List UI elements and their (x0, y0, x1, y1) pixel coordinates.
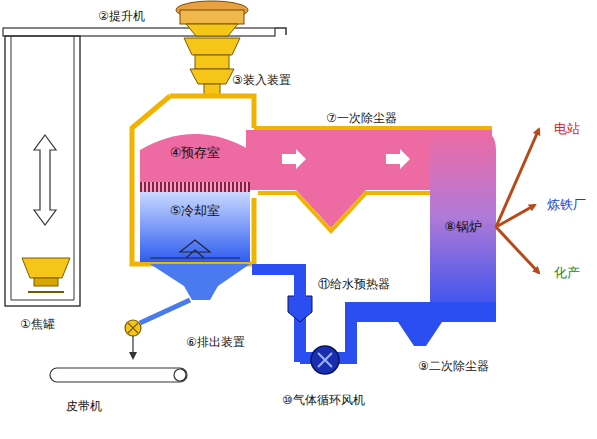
callout-label: ⑨二次除尘器 (418, 358, 489, 375)
callout-label: ②提升机 (98, 8, 145, 25)
output-target: 电站 (542, 118, 592, 140)
node-text: ⑧锅炉 (444, 218, 482, 236)
callout-label: ①焦罐 (20, 316, 55, 333)
node-text: 电站 (554, 120, 580, 138)
node-text: ⑤冷却室 (170, 202, 221, 220)
boiler-label: ⑧锅炉 (432, 216, 494, 238)
output-arrow (496, 227, 539, 273)
output-arrow (496, 205, 535, 227)
output-target: 炼铁厂 (538, 194, 594, 216)
callout-label: ⑦一次除尘器 (326, 110, 397, 127)
node-text: 化产 (554, 264, 580, 282)
chamber-label: ④预存室 (150, 142, 240, 164)
callout-label: ⑥排出装置 (186, 334, 245, 351)
callout-label: 皮带机 (66, 398, 102, 415)
output-target: 化产 (542, 262, 592, 284)
callout-label: ⑪给水预热器 (318, 276, 390, 293)
callout-label: ⑩气体循环风机 (282, 392, 365, 409)
chamber-label: ⑤冷却室 (150, 200, 240, 222)
node-text: 炼铁厂 (547, 196, 586, 214)
output-arrow (496, 129, 539, 227)
node-text: ④预存室 (170, 144, 221, 162)
callout-label: ③装入装置 (232, 72, 291, 89)
